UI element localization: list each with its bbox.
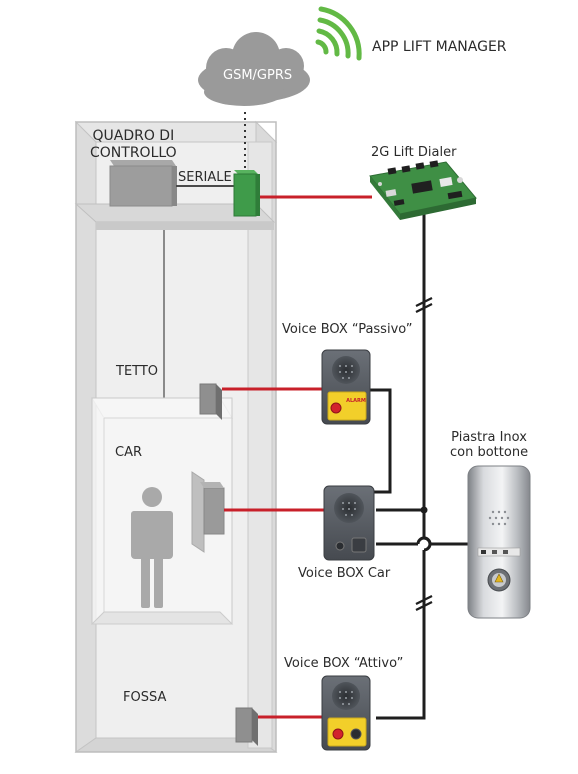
dialer-label: 2G Lift Dialer xyxy=(371,145,457,160)
piastra-inox-label: Piastra Inox con bottone xyxy=(450,430,529,460)
inox-plate-icon xyxy=(467,465,531,619)
voice-box-car-label: Voice BOX Car xyxy=(298,566,391,581)
voice-box-attivo xyxy=(321,675,371,751)
voice-box-attivo-label: Voice BOX “Attivo” xyxy=(284,656,404,671)
seriale-label: SERIALE xyxy=(178,170,232,185)
voice-box-passivo: ALARM xyxy=(321,349,371,425)
car-label: CAR xyxy=(115,445,143,460)
app-lift-manager-label: APP LIFT MANAGER xyxy=(372,39,507,55)
voice-box-passivo-label: Voice BOX “Passivo” xyxy=(282,322,413,337)
red-wires xyxy=(222,195,372,719)
line-break-marks xyxy=(415,297,433,611)
lift-shaft xyxy=(74,120,278,753)
fossa-label: FOSSA xyxy=(123,690,167,705)
dialer-board-icon xyxy=(369,160,477,220)
wifi-signal-icon xyxy=(315,6,362,61)
control-panel-cabinet xyxy=(109,160,177,207)
pit-device xyxy=(235,707,258,746)
svg-text:ALARM: ALARM xyxy=(346,398,366,404)
person-icon xyxy=(131,487,173,608)
cloud-icon xyxy=(198,32,310,106)
car-intercom-device xyxy=(191,471,225,553)
wire-junction xyxy=(420,506,428,514)
serial-module-icon xyxy=(233,170,260,217)
black-wires xyxy=(370,210,468,720)
tetto-label: TETTO xyxy=(116,364,159,379)
quadro-di-controllo-label: QUADRO DI CONTROLLO xyxy=(90,128,177,161)
cloud-label: GSM/GPRS xyxy=(223,68,293,83)
roof-device xyxy=(199,383,222,420)
voice-box-car xyxy=(323,485,375,561)
